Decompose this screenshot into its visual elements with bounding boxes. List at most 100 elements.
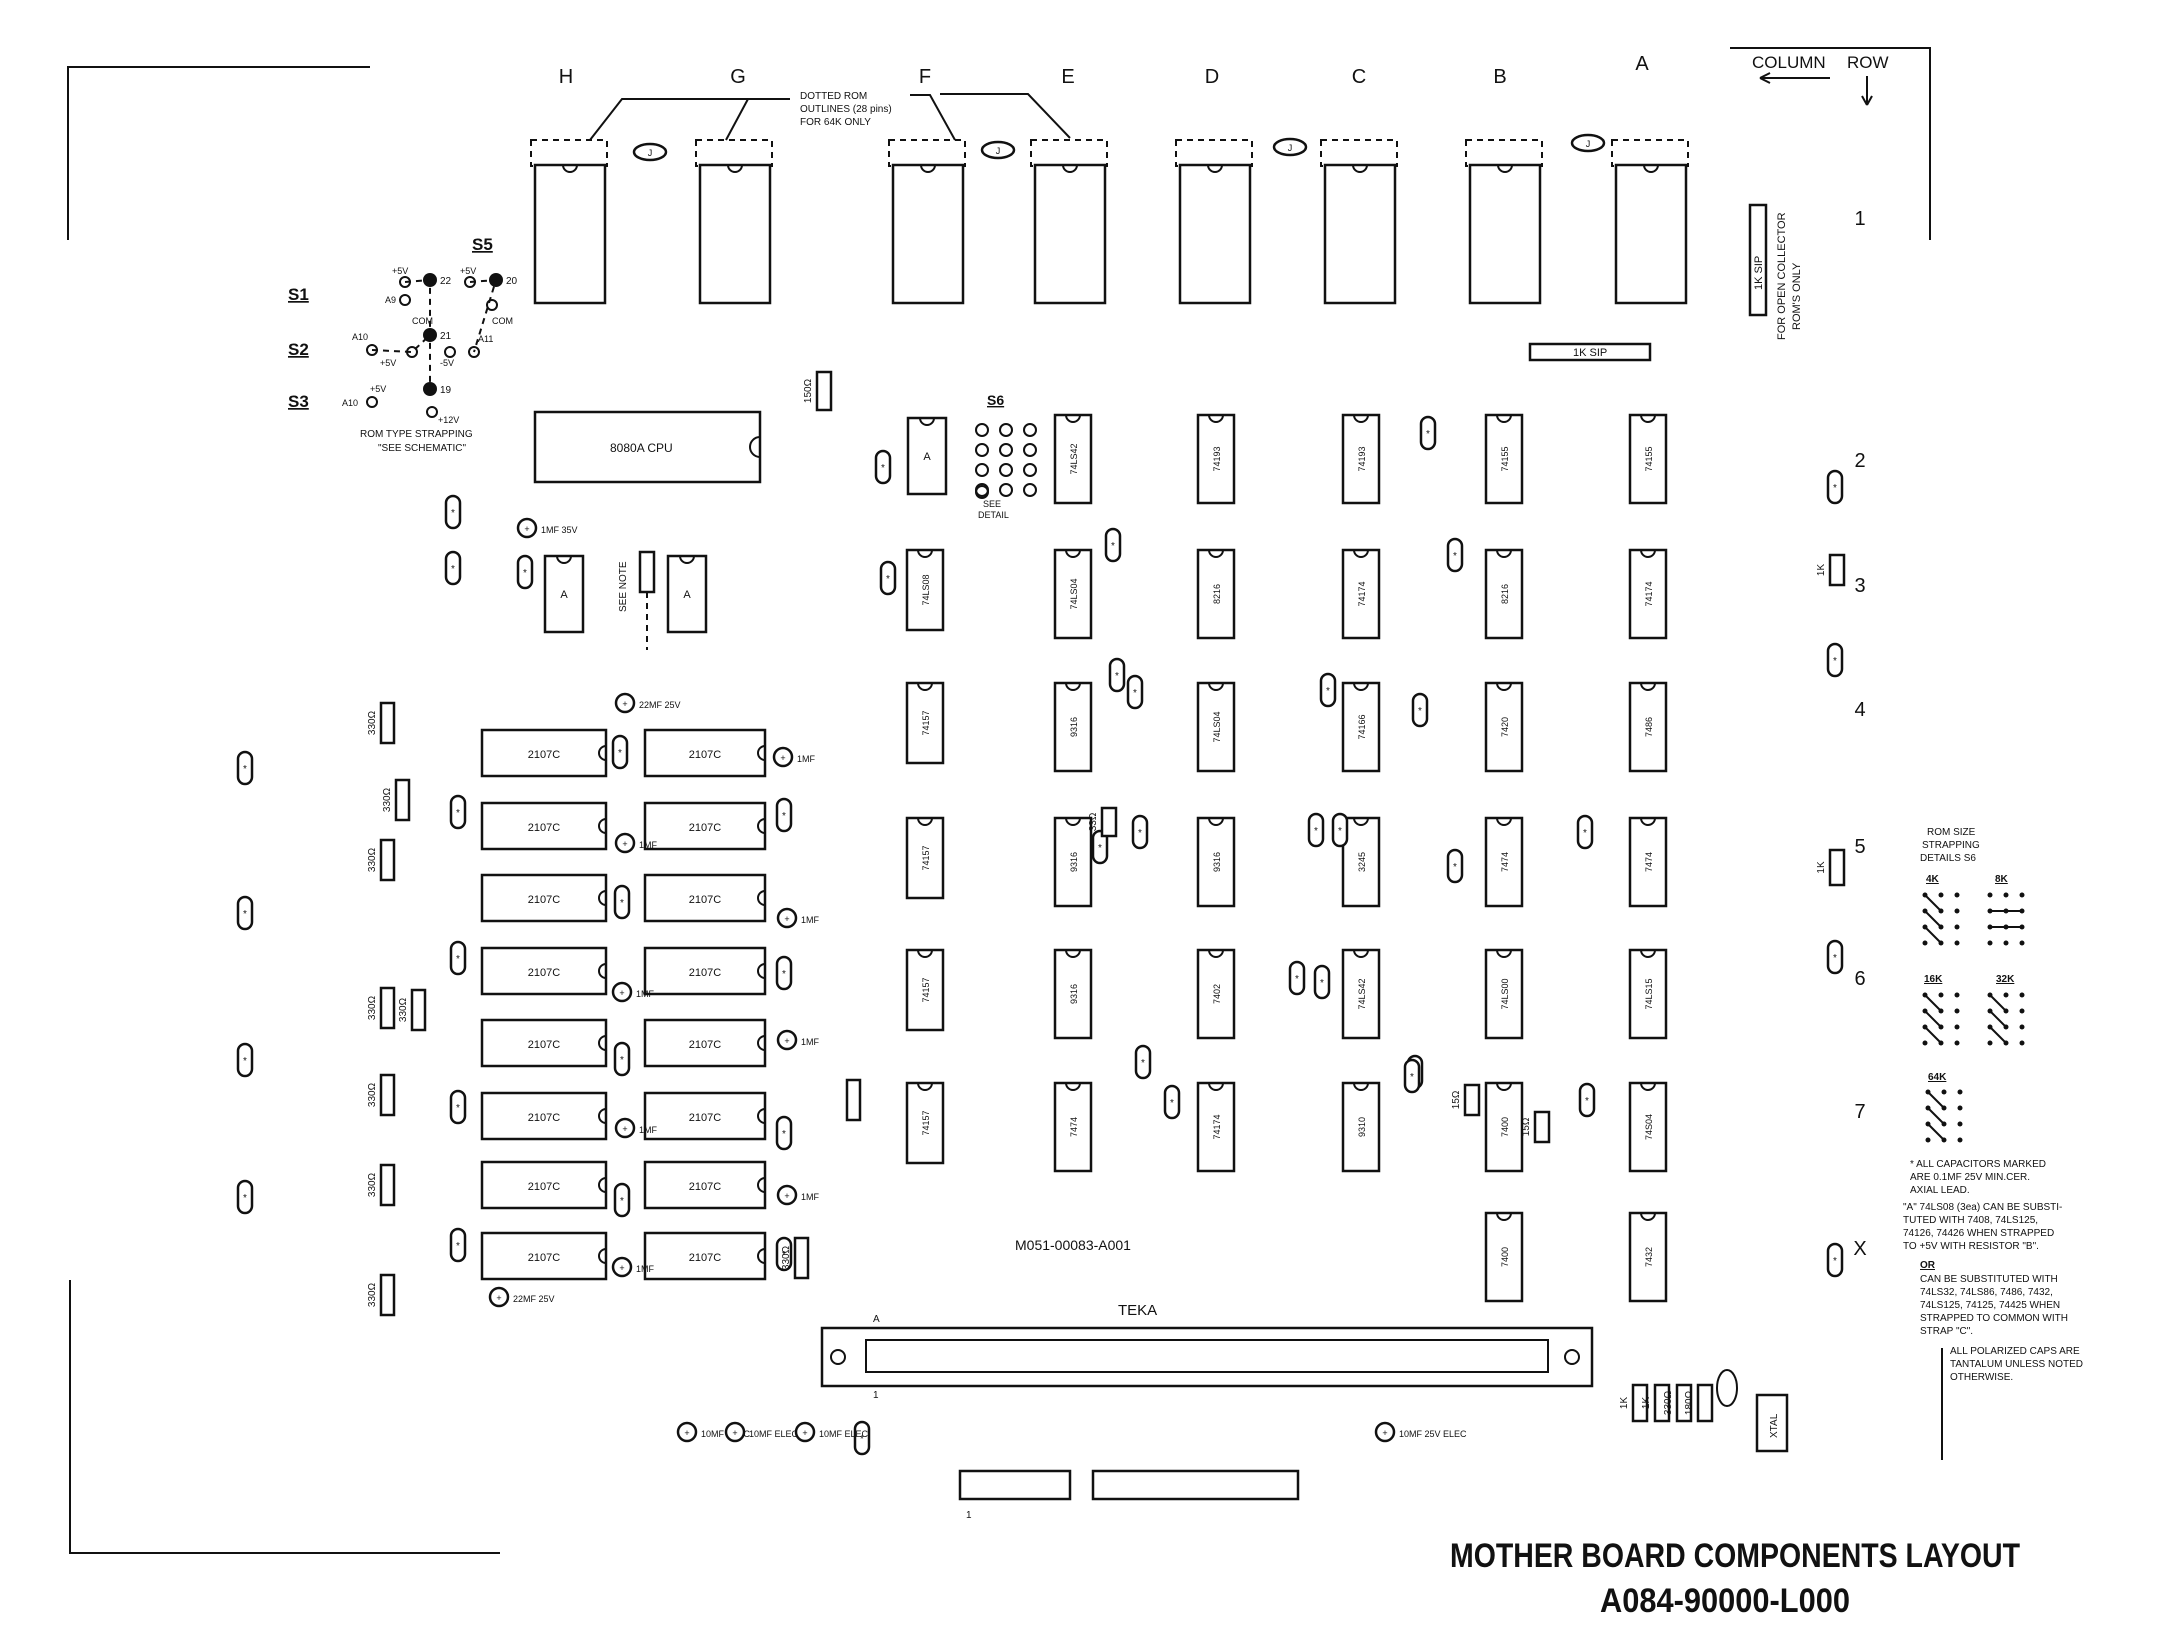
resistor-10: 330Ω (781, 1236, 810, 1280)
resistor-5-label: 330Ω (367, 995, 378, 1020)
resistor-150-lower (845, 1078, 862, 1122)
board-frame (67, 47, 1931, 1554)
pin-label: +5V (380, 358, 396, 368)
dotted-note-line-2: OUTLINES (28 pins) (800, 104, 892, 115)
svg-text:2107C: 2107C (528, 749, 560, 761)
logic-chip-b4: 7420 (1484, 681, 1524, 773)
tantalum-cap-31: * (613, 1041, 631, 1077)
strap-8k (1987, 892, 2025, 946)
ram-array: 2107C 2107C 2107C 2107C 2107C 2107C 2107C 2107C… (480, 728, 767, 1281)
resistor-11: 33Ω (1088, 806, 1118, 838)
column-label-H: H (559, 66, 573, 88)
capacitor-9-text: 1MF (801, 1192, 820, 1202)
strap-pad (366, 396, 378, 408)
svg-text:*: * (1111, 541, 1115, 552)
svg-text:*: * (1453, 862, 1457, 873)
resistor-7: 330Ω (367, 1073, 396, 1117)
svg-text:*: * (451, 508, 455, 519)
strap-4k (1922, 892, 1960, 946)
logic-chip-e3: 74LS04 (1053, 548, 1093, 640)
tantalum-cap-42: * (853, 1420, 871, 1456)
svg-text:*: * (456, 808, 460, 819)
resistor-12: 15Ω (1451, 1083, 1481, 1117)
row-arrow-icon (1861, 76, 1873, 106)
logic-chip-b5-label: 7474 (1500, 852, 1510, 872)
tantalum-cap-6: * (444, 550, 462, 586)
capacitor-4: +1MF (614, 832, 658, 854)
ram-chip: 2107C (643, 1231, 767, 1281)
svg-text:2107C: 2107C (528, 1039, 560, 1051)
resistor-10-label: 330Ω (781, 1245, 792, 1270)
svg-text:2107C: 2107C (689, 894, 721, 906)
svg-text:*: * (243, 909, 247, 920)
tantalum-cap-28: * (449, 1227, 467, 1263)
logic-chip-b3: 8216 (1484, 548, 1524, 640)
svg-text:+: + (1382, 1428, 1387, 1438)
logic-chip-a4-label: 7486 (1644, 717, 1654, 737)
pin-label: A11 (478, 334, 493, 344)
svg-text:*: * (1585, 1096, 1589, 1107)
logic-chip-e6-label: 9316 (1069, 984, 1079, 1004)
tantalum-cap-34: * (775, 955, 793, 991)
pin-label: -5V (440, 358, 454, 368)
capacitor-2: +22MF 25V (614, 692, 681, 714)
xtal-capacitor (1716, 1369, 1738, 1407)
svg-text:+: + (496, 1293, 501, 1303)
capacitor-10: +1MF (611, 1256, 655, 1278)
svg-text:+: + (684, 1428, 689, 1438)
logic-chip-e4-label: 9316 (1069, 717, 1079, 737)
column-label-C: C (1352, 66, 1366, 88)
see-detail-1: SEE (983, 499, 1001, 509)
connector-label: TEKA (1118, 1302, 1157, 1319)
row-label-4: 4 (1854, 699, 1865, 721)
ram-chip: 2107C (643, 728, 767, 778)
svg-text:J: J (648, 148, 653, 158)
s6-pad (999, 423, 1013, 437)
pin-label: A9 (385, 295, 396, 305)
resistor-15-label: 1K (1816, 861, 1827, 874)
bottom-headers: 1 (958, 1469, 1300, 1521)
note-74ls08-line-3: 74126, 74426 WHEN STRAPPED (1903, 1228, 2054, 1239)
logic-chip-b4-label: 7420 (1500, 717, 1510, 737)
tantalum-cap-46: * (1091, 829, 1109, 865)
logic-chip-c6-label: 74LS42 (1357, 978, 1367, 1009)
resistor-11-label: 33Ω (1088, 812, 1099, 831)
resistor-18: 330Ω (1663, 1383, 1693, 1423)
switch-s5-label: S5 (472, 235, 493, 254)
note-74ls08-line-1: "A" 74LS08 (3ea) CAN BE SUBSTI- (1903, 1202, 2062, 1213)
svg-text:2107C: 2107C (689, 1181, 721, 1193)
logic-chip-d3-label: 8216 (1212, 584, 1222, 604)
tantalum-cap-40: * (1826, 939, 1844, 975)
svg-text:+: + (784, 1036, 789, 1046)
cpu-8080a: 8080A CPU (533, 410, 762, 484)
see-detail-2: DETAIL (978, 510, 1009, 520)
cpu-label: 8080A CPU (610, 441, 673, 455)
sip-vertical-label: 1K SIP (1753, 256, 1765, 290)
svg-text:+: + (784, 914, 789, 924)
logic-chip-f4-label: 74157 (921, 710, 931, 735)
logic-chip-a4: 7486 (1628, 681, 1668, 773)
pin-label: A10 (352, 332, 368, 342)
capacitor-9: +1MF (776, 1184, 820, 1206)
ram-chip: 2107C (480, 1091, 608, 1141)
strap-pad (468, 346, 480, 358)
logic-chip-c7-label: 9310 (1357, 1117, 1367, 1137)
polarized-caps: ****************************************… (236, 415, 1844, 1456)
logic-chip-d2: 74193 (1196, 413, 1236, 505)
svg-text:*: * (456, 1241, 460, 1252)
logic-chip-b7-label: 7400 (1500, 1117, 1510, 1137)
s6-label: S6 (987, 392, 1004, 408)
pin-label: +5V (460, 266, 476, 276)
tantalum-cap-15: * (1419, 415, 1437, 451)
see-note-strap: SEE NOTE (618, 550, 656, 650)
column-label-F: F (919, 66, 931, 88)
svg-text:+: + (622, 839, 627, 849)
svg-text:*: * (1583, 828, 1587, 839)
svg-text:*: * (1338, 826, 1342, 837)
leader-line-f (910, 94, 956, 141)
ram-chip: 2107C (480, 1231, 608, 1281)
tantalum-cap-44: * (1126, 674, 1144, 710)
